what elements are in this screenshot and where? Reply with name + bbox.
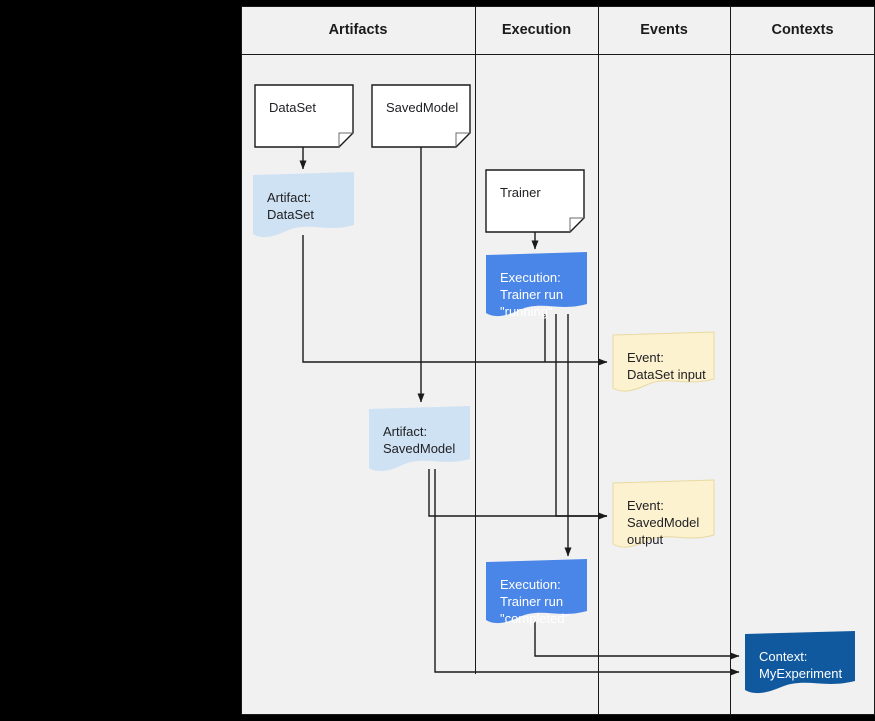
node-label-dataset_doc: DataSet — [269, 100, 316, 115]
page-fold-icon — [338, 132, 353, 147]
node-shape-artifact_savedmodel — [369, 406, 470, 472]
node-shape-execution_completed — [486, 559, 587, 624]
diagram-canvas: Artifacts Execution Events Contexts DataSet… — [241, 6, 875, 715]
edge-artifact-savedmodel-to-event-output — [428, 469, 607, 517]
node-artifact_dataset[interactable] — [253, 172, 354, 238]
edge-execution-completed-to-context — [534, 621, 740, 660]
node-label-artifact_savedmodel: Artifact: SavedModel — [383, 424, 456, 456]
node-execution_running[interactable] — [486, 252, 587, 317]
node-execution_completed[interactable] — [486, 559, 587, 624]
node-label-artifact_dataset: Artifact: DataSet — [267, 190, 314, 222]
edge-execution-running-to-event-output — [555, 314, 608, 520]
node-dataset_doc[interactable] — [254, 84, 354, 148]
node-trainer_doc[interactable] — [485, 169, 585, 233]
node-shape-execution_running — [486, 252, 587, 317]
page-fold-icon — [455, 132, 470, 147]
column-header-contexts: Contexts — [771, 22, 834, 38]
node-event_dataset_input[interactable] — [612, 331, 715, 392]
node-savedmodel_doc[interactable] — [371, 84, 471, 148]
node-shape-event_dataset_input — [612, 331, 715, 392]
node-context_myexperiment[interactable] — [745, 631, 855, 694]
node-artifact_savedmodel[interactable] — [369, 406, 470, 472]
column-header-events: Events — [640, 22, 688, 38]
node-shape-event_savedmodel_output — [612, 479, 715, 548]
node-label-savedmodel_doc: SavedModel — [386, 100, 459, 115]
connector-edges — [299, 147, 740, 676]
node-label-execution_completed: Execution: Trainer run "completed" — [500, 577, 570, 626]
node-label-event_savedmodel_output: Event: SavedModel output — [627, 498, 700, 547]
page-fold-icon — [569, 217, 584, 232]
node-shape-savedmodel_doc — [371, 84, 471, 148]
node-shape-dataset_doc — [254, 84, 354, 148]
node-shape-context_myexperiment — [745, 631, 855, 694]
node-label-trainer_doc: Trainer — [500, 185, 541, 200]
node-shapes — [253, 84, 855, 694]
diagram-vector-layer — [241, 6, 875, 715]
node-label-context_myexperiment: Context: MyExperiment — [759, 649, 843, 681]
column-header-artifacts: Artifacts — [328, 22, 388, 38]
node-event_savedmodel_output[interactable] — [612, 479, 715, 548]
edge-artifact-dataset-to-event-input — [302, 235, 608, 366]
node-shape-artifact_dataset — [253, 172, 354, 238]
node-shape-trainer_doc — [485, 169, 585, 233]
node-label-event_dataset_input: Event: DataSet input — [627, 350, 706, 382]
column-header-execution: Execution — [501, 22, 572, 38]
edge-artifact-savedmodel-to-context — [434, 469, 740, 676]
node-label-execution_running: Execution: Trainer run "running" — [500, 270, 564, 319]
